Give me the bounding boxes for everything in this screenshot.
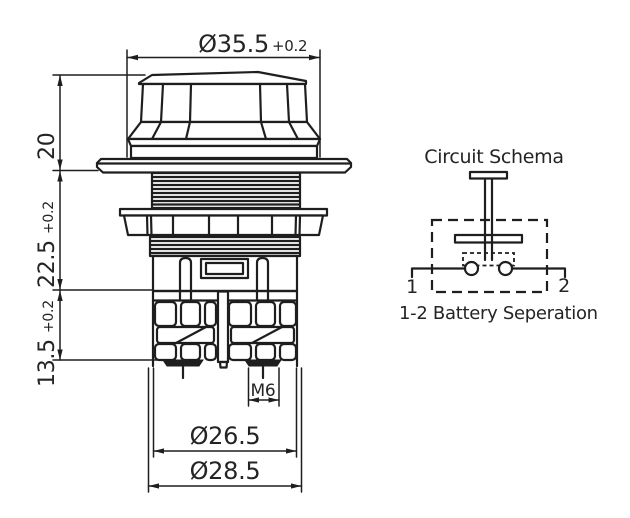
- arrowhead: [148, 483, 159, 489]
- knob-grip-line: [258, 82, 263, 124]
- divider-foot: [218, 360, 229, 369]
- flange-plate: [95, 157, 353, 174]
- thread-upper-lines: [150, 175, 302, 206]
- dimensions: Ø35.5 +0.2 20 22.5 +0.2 13.5 +0.2: [35, 30, 321, 493]
- knob-cap: [137, 70, 308, 86]
- knob-upper-body: [139, 82, 309, 124]
- terminal-1-label: 1: [406, 276, 418, 298]
- switch-body: [151, 254, 299, 293]
- nut-lobe: [254, 300, 277, 328]
- contact-carrier-dashed: [462, 252, 515, 267]
- contact-bridge-bar: [453, 233, 524, 244]
- knob-grip-line: [188, 82, 193, 124]
- terminal-divider: [216, 290, 230, 369]
- arrowhead: [268, 397, 279, 403]
- nut-lobe: [153, 300, 178, 328]
- thread-upper-body: [150, 171, 302, 210]
- dimension-flange-diameter: Ø28.5: [147, 367, 303, 493]
- knob-skirt-line: [184, 120, 192, 141]
- washer-band: [229, 325, 296, 345]
- arrowhead: [57, 290, 63, 301]
- dimension-top-diameter: Ø35.5 +0.2: [126, 30, 321, 158]
- thread-upper: [150, 171, 302, 210]
- arrowhead: [57, 279, 63, 290]
- circuit-schema: Circuit Schema 1 2 1-2 Battery Seperatio…: [399, 146, 598, 324]
- dimension-screw-m6: M6: [247, 367, 280, 407]
- nut-lobe: [278, 300, 298, 328]
- arrowhead: [248, 397, 259, 403]
- knob-base: [129, 144, 319, 160]
- mounting-nut: [118, 207, 329, 237]
- washer-band: [155, 325, 216, 345]
- contact-left: [463, 260, 480, 277]
- dim-body-diameter-value: Ø26.5: [190, 422, 261, 450]
- knob-skirt-line: [150, 120, 163, 141]
- nut-lobe: [179, 342, 202, 362]
- divider-bar: [216, 290, 230, 364]
- thread-lower-lines: [148, 239, 302, 255]
- knob: [126, 70, 322, 160]
- part-front-view: [95, 70, 353, 380]
- dim-knob-height-value: 20: [35, 133, 60, 160]
- switch-boundary-dashed: [430, 218, 549, 294]
- washer-dark-right: [244, 359, 282, 367]
- arrowhead: [57, 349, 63, 360]
- nut-lobe: [227, 300, 253, 328]
- arrowhead: [127, 54, 138, 61]
- dim-upper-height-value: 22.5: [35, 240, 60, 288]
- arrowhead: [57, 75, 63, 86]
- switch-body-case: [151, 254, 299, 293]
- dim-lower-height-value: 13.5: [35, 339, 60, 387]
- dimension-left-chain: 20 22.5 +0.2 13.5 +0.2: [35, 74, 161, 387]
- arrowhead: [57, 159, 63, 170]
- wire-terminal-2: [510, 267, 567, 279]
- arrowhead: [57, 171, 63, 182]
- dim-flange-diameter-value: Ø28.5: [190, 457, 261, 485]
- dimension-body-diameter: Ø26.5: [152, 367, 298, 458]
- actuator-bar: [468, 170, 509, 180]
- thread-lower: [148, 235, 302, 258]
- knob-grip-line: [285, 82, 291, 124]
- dim-upper-height-tolerance: +0.2: [41, 201, 57, 234]
- flange: [95, 157, 353, 174]
- terminal-section: [151, 289, 299, 380]
- nut-lobe: [227, 342, 253, 362]
- terminal-2-label: 2: [558, 275, 570, 297]
- circuit-schema-caption: 1-2 Battery Seperation: [399, 303, 598, 324]
- body-window-outer: [199, 257, 250, 280]
- dim-screw-value: M6: [251, 381, 276, 401]
- nut-lobe: [203, 342, 218, 362]
- arrowhead: [153, 448, 164, 454]
- nut-lobe: [203, 300, 218, 328]
- contact-right: [497, 260, 514, 277]
- knob-skirt-line: [287, 120, 300, 141]
- dim-lower-height-tolerance: +0.2: [41, 300, 57, 333]
- body-slot-left: [178, 256, 193, 293]
- nut-lobe: [179, 300, 202, 328]
- dim-top-tolerance: +0.2: [272, 37, 307, 55]
- circuit-schema-title: Circuit Schema: [424, 146, 563, 168]
- terminal-block-right: [227, 300, 298, 380]
- switch-symbol: [410, 170, 567, 294]
- arrowhead: [309, 54, 320, 61]
- arrowhead: [291, 483, 302, 489]
- nut-lobe: [278, 342, 298, 362]
- nut-lobe: [254, 342, 277, 362]
- nut-lobe: [153, 342, 178, 362]
- screw-slash: [250, 325, 284, 345]
- nut-facets: [145, 214, 302, 237]
- washer-dark-left: [162, 359, 204, 367]
- screw-slash: [174, 325, 208, 345]
- body-window-inner: [204, 261, 245, 276]
- knob-grip-line: [159, 82, 165, 124]
- terminal-block-left: [153, 300, 218, 380]
- knob-skirt-line: [259, 120, 268, 141]
- nut-body: [122, 214, 325, 237]
- arrowhead: [286, 448, 297, 454]
- dim-top-value: Ø35.5: [198, 30, 269, 58]
- wire-terminal-1: [410, 267, 467, 279]
- body-slot-right: [255, 256, 270, 293]
